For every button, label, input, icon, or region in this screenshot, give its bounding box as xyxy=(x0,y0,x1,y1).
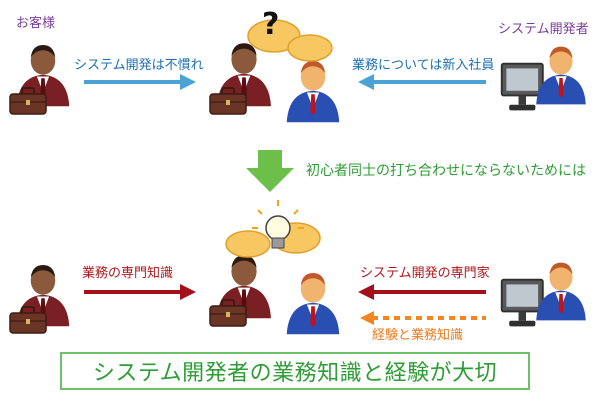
arrow-head xyxy=(180,74,196,90)
top-right-message: 業務については新入社員 xyxy=(352,58,495,73)
question-mark-icon: ? xyxy=(262,7,279,42)
down-arrow-icon xyxy=(246,150,294,192)
arrow-head xyxy=(180,284,196,300)
meeting-group-bottom xyxy=(209,200,340,335)
developer-label: システム開発者 xyxy=(498,22,589,37)
speech-bubble-icon xyxy=(225,230,271,258)
arrow-head xyxy=(358,284,374,300)
arrow-head xyxy=(358,74,374,90)
speech-bubble-icon xyxy=(287,34,333,62)
light-bulb-icon xyxy=(252,200,304,249)
arrow-head xyxy=(360,311,374,325)
meeting-group-top: ? xyxy=(209,7,340,123)
top-left-message: システム開発は不慣れ xyxy=(74,58,204,73)
bottom-right-message: システム開発の専門家 xyxy=(360,266,490,281)
bottom-left-message: 業務の専門知識 xyxy=(82,266,174,281)
customer-label: お客様 xyxy=(16,16,56,31)
conclusion-box: システム開発者の業務知識と経験が大切 xyxy=(60,352,530,390)
transition-text: 初心者同士の打ち合わせにならないためには xyxy=(306,163,586,179)
bottom-right-sub-message: 経験と業務知識 xyxy=(372,328,464,343)
